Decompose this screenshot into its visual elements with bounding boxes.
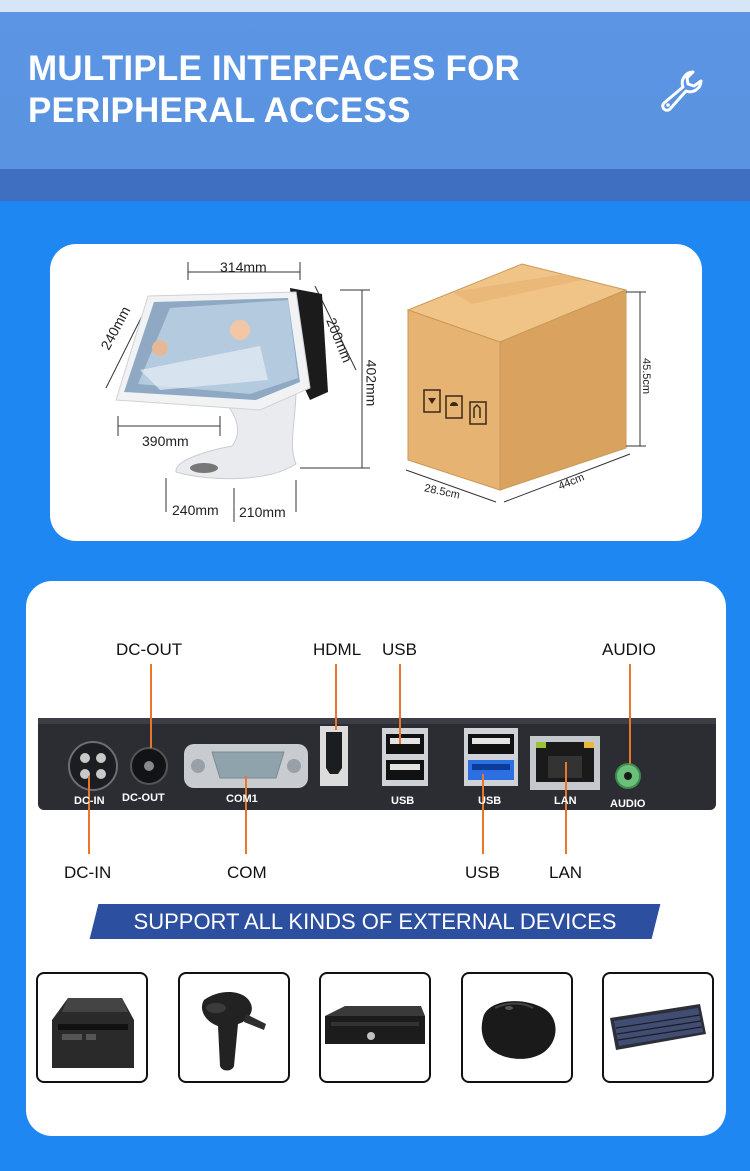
shipping-box-illustration (405, 263, 646, 503)
label-hdmi: HDML (313, 640, 362, 659)
cash-drawer-icon (325, 1006, 425, 1044)
panel-label-com1: COM1 (226, 793, 258, 805)
label-audio: AUDIO (602, 640, 656, 659)
device-tile-keyboard (602, 972, 714, 1083)
rear-io-panel (38, 664, 716, 854)
top-strip (0, 0, 750, 12)
device-tile-barcode-scanner (178, 972, 290, 1083)
dim-box-height: 45.5cm (640, 357, 653, 395)
header-band (0, 169, 750, 201)
header (0, 12, 750, 169)
label-usb-top: USB (382, 640, 417, 659)
label-lan: LAN (549, 863, 583, 882)
mouse-icon (481, 1001, 556, 1059)
panel-label-dc-out: DC-OUT (122, 792, 165, 804)
panel-label-usb-1: USB (391, 795, 415, 807)
label-com: COM (227, 863, 267, 882)
dim-screen-width: 390mm (142, 433, 189, 449)
receipt-printer-icon (52, 998, 134, 1068)
pos-terminal-illustration (105, 262, 370, 522)
label-usb-bottom: USB (465, 863, 500, 882)
title-line-1: MULTIPLE INTERFACES FOR (28, 49, 521, 88)
label-dc-out: DC-OUT (116, 640, 183, 659)
banner-text: SUPPORT ALL KINDS OF EXTERNAL DEVICES (133, 909, 617, 934)
panel-label-audio: AUDIO (610, 798, 646, 810)
panel-label-dc-in: DC-IN (74, 795, 105, 807)
panel-label-lan: LAN (554, 795, 577, 807)
barcode-scanner-icon (201, 991, 266, 1071)
wrench-icon (661, 70, 703, 112)
dim-base-width: 210mm (239, 504, 286, 520)
dim-base-depth: 240mm (172, 502, 219, 518)
device-tile-mouse (461, 972, 573, 1083)
page-title: MULTIPLE INTERFACES FOR PERIPHERAL ACCES… (28, 48, 588, 132)
dim-total-height: 402mm (363, 359, 380, 407)
panel-label-usb-2: USB (478, 795, 502, 807)
device-tile-cash-drawer (319, 972, 431, 1083)
dim-top-width: 314mm (220, 259, 267, 275)
keyboard-icon (610, 1004, 706, 1050)
device-tile-receipt-printer (36, 972, 148, 1083)
label-dc-in: DC-IN (64, 863, 112, 882)
title-line-2: PERIPHERAL ACCESS (28, 91, 411, 130)
